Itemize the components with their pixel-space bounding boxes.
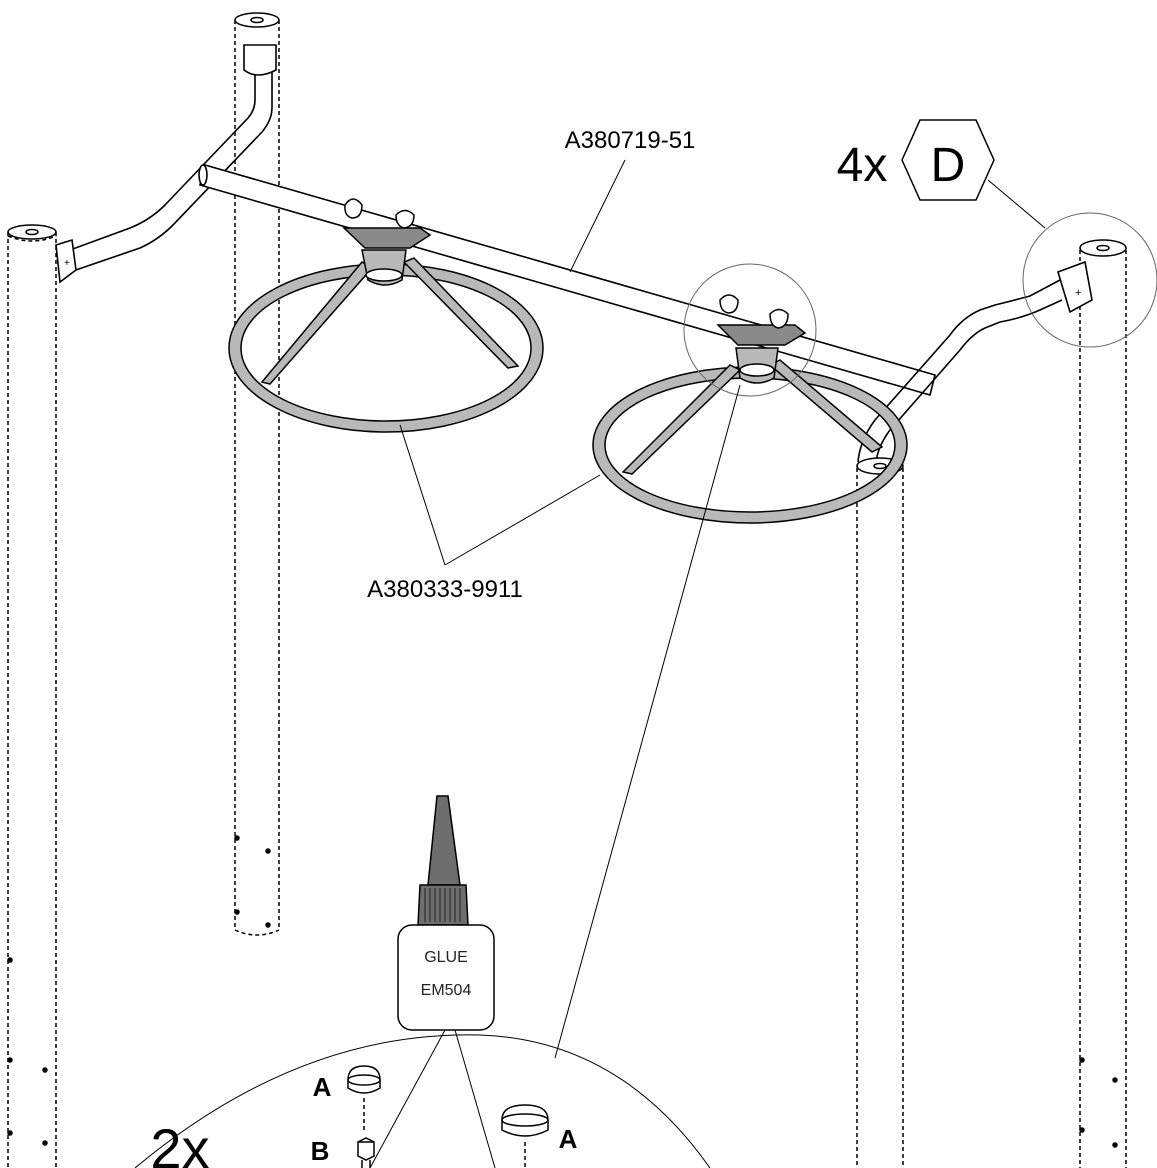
left-arm-tube: + [55,44,277,284]
back-right-post-cap [1079,239,1127,257]
left-front-post [7,224,57,1168]
back-right-post [1079,250,1127,1168]
cap-a-right-label: A [559,1124,578,1154]
right-ring-frame [592,294,908,524]
hardware-quantity: 4x [837,139,888,192]
crossbar-part-number: A380719-51 [565,127,696,154]
hardware-letter: D [931,139,966,192]
cap-a-left-label: A [313,1072,332,1102]
nut-b [357,1137,375,1168]
svg-text:+: + [64,258,70,269]
cap-a-left [347,1065,381,1130]
nut-b-label: B [311,1136,330,1166]
back-left-post [234,12,280,936]
detail-quantity: 2x [150,1117,209,1168]
svg-text:+: + [1075,287,1081,299]
glue-bottle [397,795,495,1031]
ring-frame-part-number: A380333-9911 [367,576,523,603]
right-front-post [856,468,904,1168]
left-ring-frame [228,198,544,433]
glue-label-line1: GLUE [424,949,468,966]
cap-a-right [501,1104,549,1168]
detail-circle-bracket [1022,212,1157,348]
leader-lines [369,159,1046,1168]
hardware-hexagon [901,119,995,201]
glue-label-line2: EM504 [421,982,472,999]
detail-circle-hub [683,263,817,397]
detail-arc [134,1034,711,1168]
